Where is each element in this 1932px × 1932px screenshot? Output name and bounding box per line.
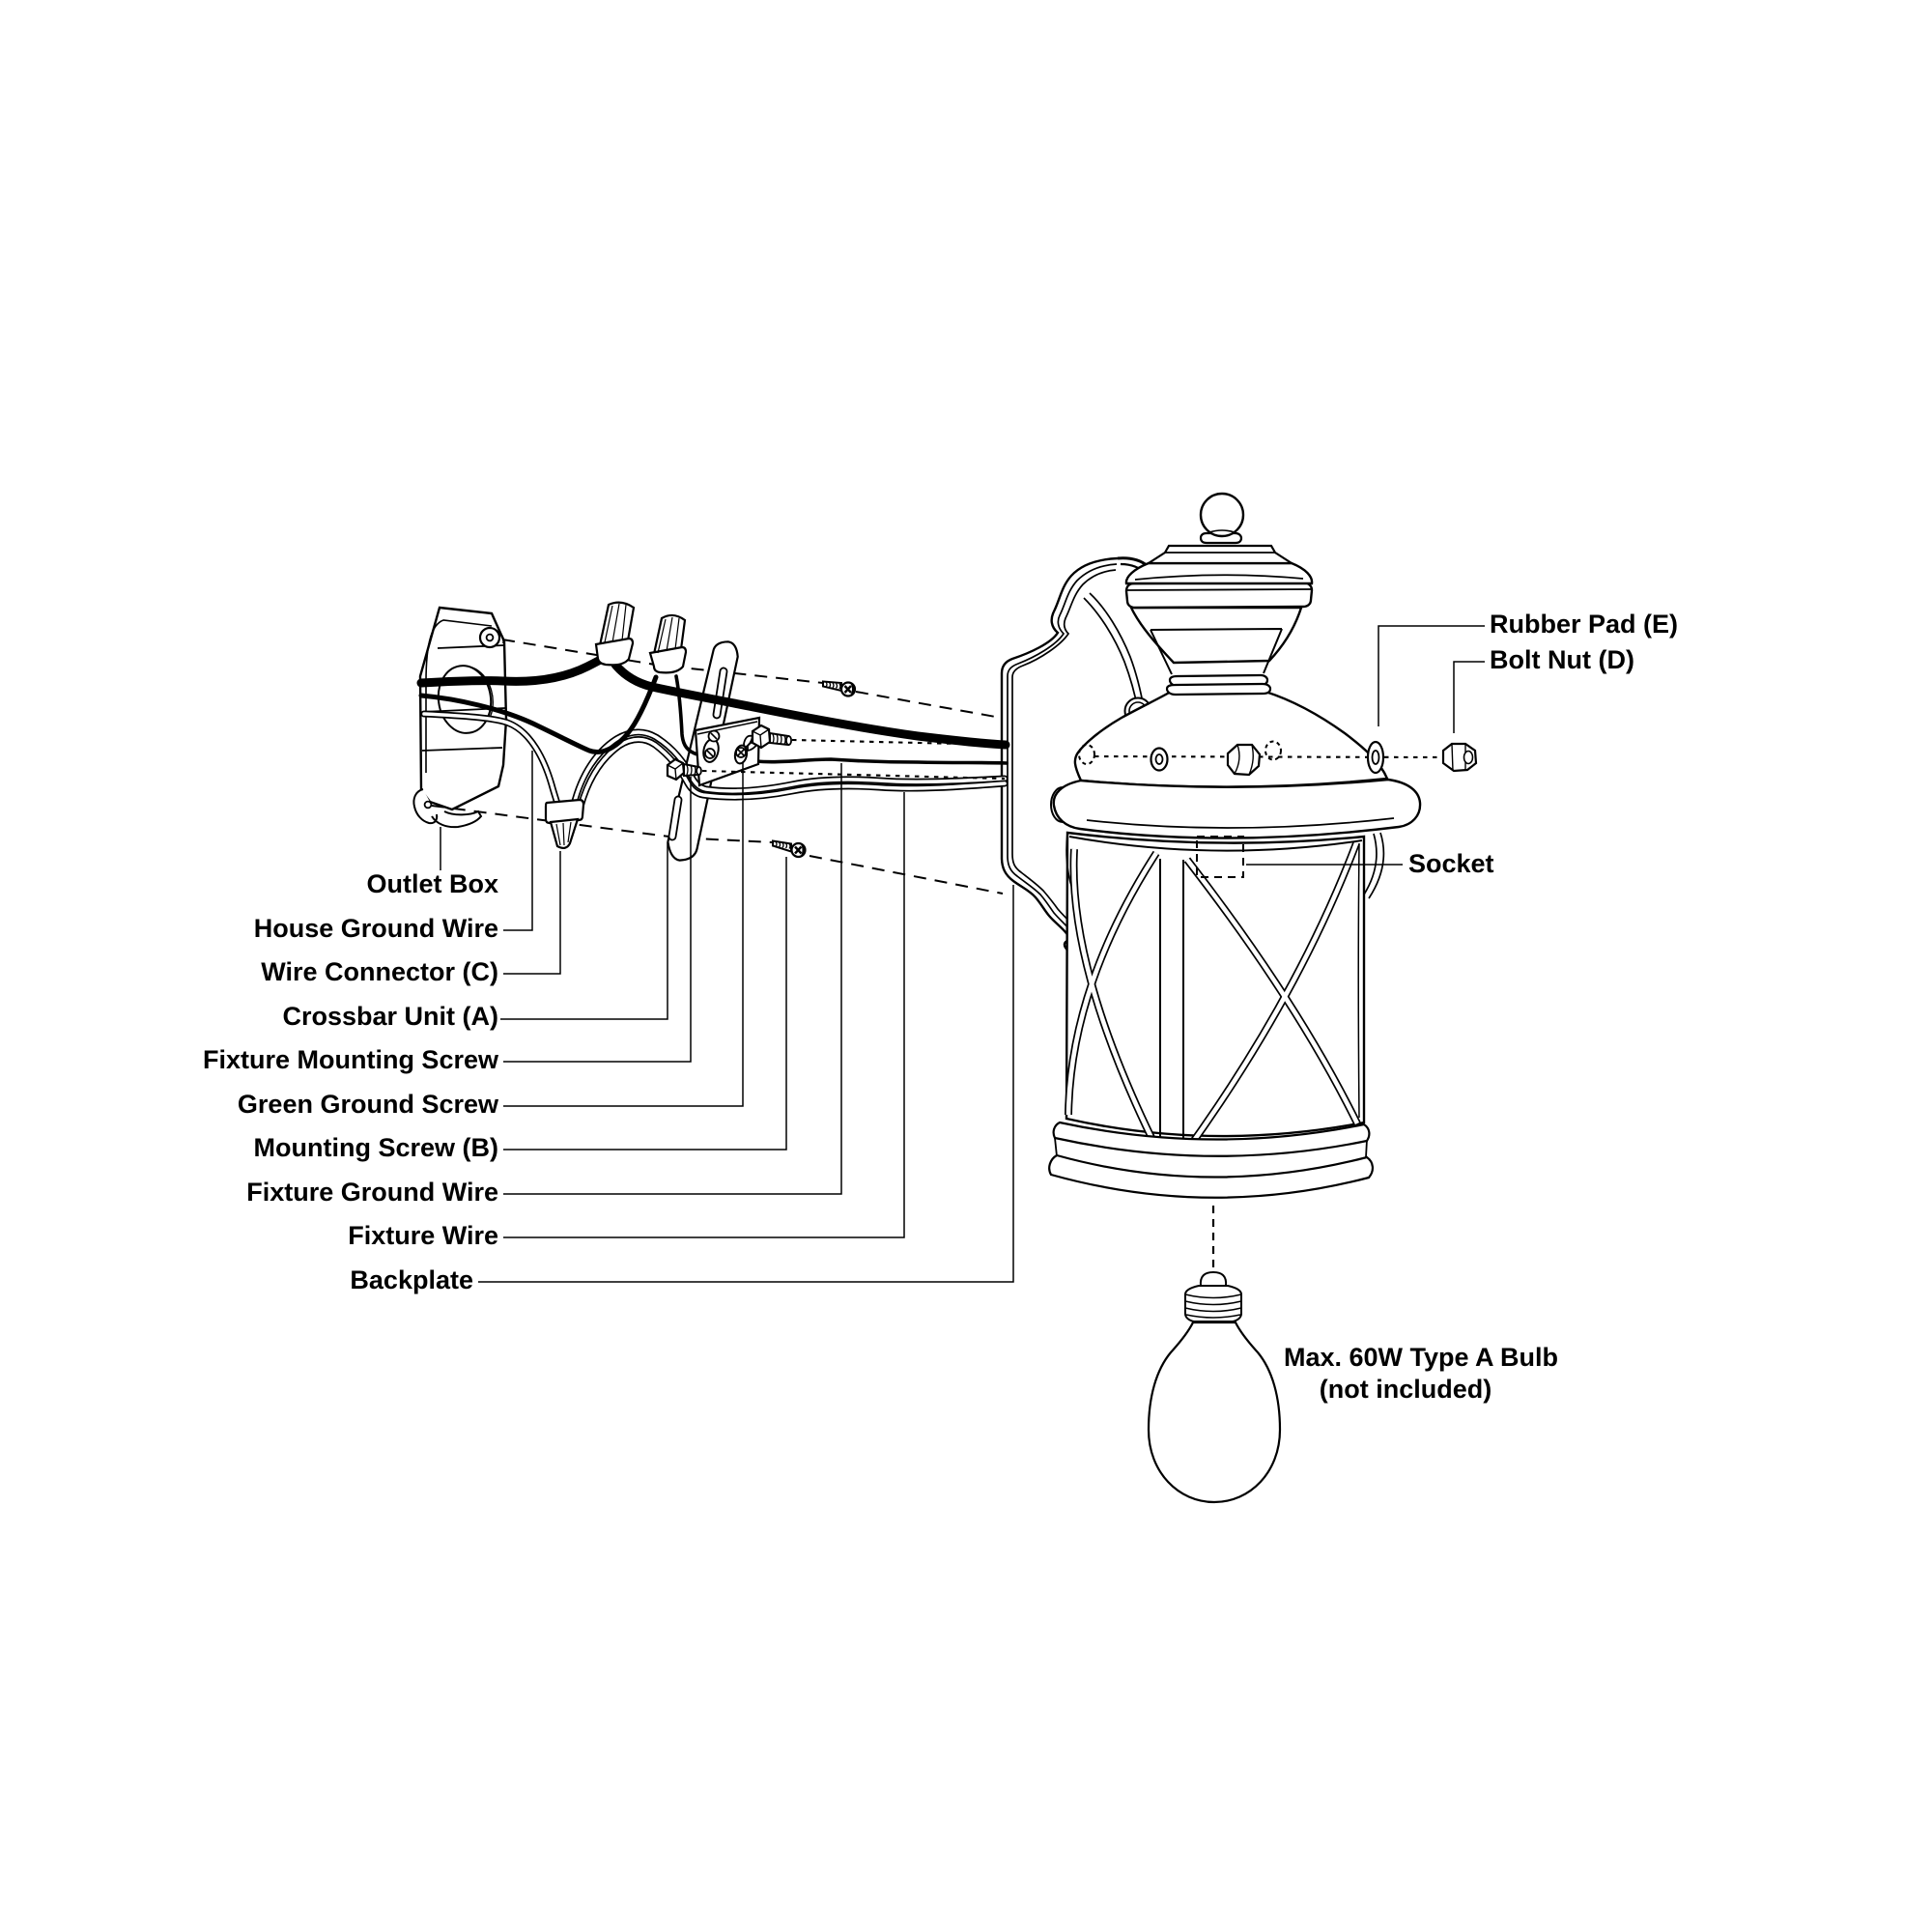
wire-connector-2 [648,613,688,674]
bolt-head-installed [1226,743,1262,777]
lantern-bottom-rings [1048,1121,1374,1199]
dome-hardware [1078,740,1478,777]
light-bulb [1147,1206,1282,1504]
leader-green-ground-screw [503,763,744,1107]
label-bolt-nut: Bolt Nut (D) [1490,645,1634,674]
leader-wire-connector [503,851,561,975]
leader-fixture-mounting-screw [503,777,692,1063]
label-fixture-ground-wire: Fixture Ground Wire [246,1178,498,1207]
rubber-pad-exploded [1366,740,1385,775]
label-fixture-mounting-screw: Fixture Mounting Screw [203,1045,499,1074]
wire-connector-1 [594,601,636,667]
leader-fixture-ground-wire [503,763,842,1195]
label-bulb-line1: Max. 60W Type A Bulb [1284,1343,1558,1372]
mounting-screw-top [822,680,857,697]
label-socket: Socket [1408,849,1494,878]
label-outlet-box: Outlet Box [366,869,498,898]
leader-house-ground-wire [503,751,533,931]
label-green-ground-screw: Green Ground Screw [238,1090,499,1119]
label-crossbar-unit: Crossbar Unit (A) [282,1002,498,1031]
label-bulb-line2: (not included) [1320,1375,1492,1404]
leader-mounting-screw-b [503,857,787,1151]
labels: Outlet Box House Ground Wire Wire Connec… [203,610,1678,1404]
bolt-nut-exploded [1441,742,1478,773]
green-ground-screw [733,734,759,765]
lantern-cross-pattern [1065,836,1363,1154]
label-wire-connector: Wire Connector (C) [261,957,498,986]
stud-axis-dotted-lines [701,738,1006,781]
rubber-pad-installed [1150,747,1169,772]
label-rubber-pad: Rubber Pad (E) [1490,610,1678,639]
white-wires [420,710,1009,811]
label-backplate: Backplate [350,1265,473,1294]
leader-backplate [478,885,1014,1283]
label-fixture-wire: Fixture Wire [348,1221,498,1250]
mounting-screw-bottom [772,839,807,859]
label-house-ground-wire: House Ground Wire [254,914,498,943]
leader-crossbar-unit [500,842,668,1020]
label-mounting-screw-b: Mounting Screw (B) [254,1133,498,1162]
leader-lines [440,625,1485,1283]
cross-bar-strips-fill [1065,842,1360,1153]
socket-dashed-outline [1196,836,1244,878]
lantern-cap [1124,492,1314,696]
leader-fixture-wire [503,792,905,1238]
lantern-body [1052,690,1422,1138]
leader-bolt-nut [1453,661,1485,733]
wire-connectors [544,601,688,850]
leader-rubber-pad [1378,625,1485,726]
wire-connector-3 [544,798,585,850]
fixture-mounting-screws [666,724,793,781]
outlet-box [412,606,508,829]
